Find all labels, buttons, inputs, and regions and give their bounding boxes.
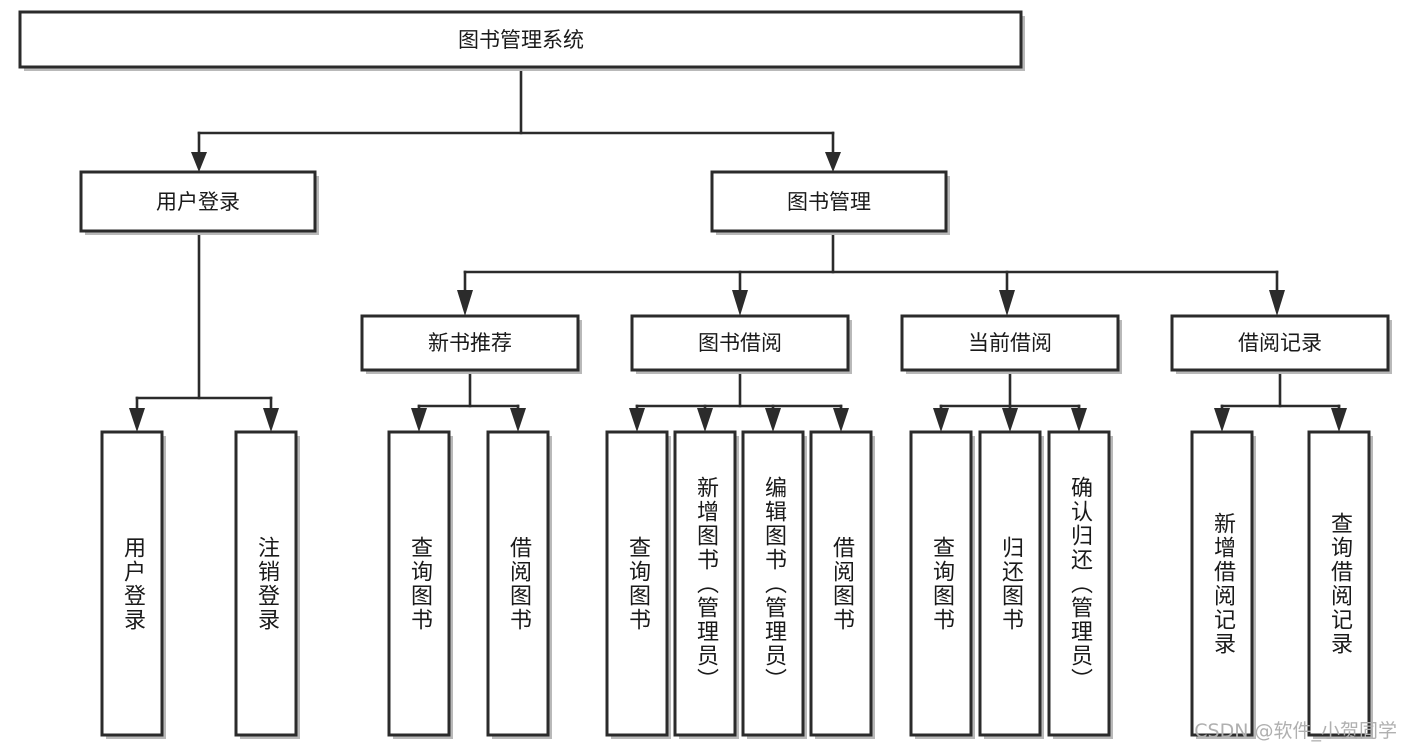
node-book-borrow[interactable]: 图书借阅 [630, 314, 852, 374]
node-book-borrow-label: 图书借阅 [698, 331, 782, 355]
connector-layer [129, 66, 1347, 432]
arrowhead-newbook-leaf1 [411, 408, 427, 432]
arrowhead-new-book [457, 290, 473, 316]
watermark: CSDN @软件_小贺同学 [1194, 720, 1397, 742]
node-user-login-label: 用户登录 [156, 190, 240, 214]
node-borrow-record-label: 借阅记录 [1238, 331, 1322, 355]
arrowhead-bookborrow-leaf3 [765, 408, 781, 432]
arrowhead-user-login [191, 152, 207, 172]
leaf-borrowrecord-query-record[interactable] [1307, 430, 1373, 739]
arrowhead-bookborrow-leaf4 [833, 408, 849, 432]
leaf-newbook-borrow-book[interactable] [486, 430, 552, 739]
arrowhead-currentborrow-leaf1 [933, 408, 949, 432]
node-current-borrow[interactable]: 当前借阅 [900, 314, 1122, 374]
arrowhead-borrowrecord-leaf2 [1331, 408, 1347, 432]
arrowhead-currentborrow-leaf3 [1071, 408, 1087, 432]
leaf-user-login-login[interactable] [100, 430, 166, 739]
node-root-system[interactable]: 图书管理系统 [18, 10, 1025, 71]
arrowhead-leaf-user-login [129, 408, 145, 432]
node-borrow-record[interactable]: 借阅记录 [1170, 314, 1392, 374]
arrowhead-newbook-leaf2 [510, 408, 526, 432]
node-current-borrow-label: 当前借阅 [968, 331, 1052, 355]
node-new-book-recommend[interactable]: 新书推荐 [360, 314, 582, 374]
node-book-management[interactable]: 图书管理 [710, 170, 950, 235]
leaf-bookborrow-borrow-book[interactable] [809, 430, 875, 739]
arrowhead-bookborrow-leaf1 [629, 408, 645, 432]
leaf-borrowrecord-add-record[interactable] [1190, 430, 1256, 739]
leaf-currentborrow-return-book[interactable] [978, 430, 1044, 739]
arrowhead-book-borrow [732, 290, 748, 316]
leaf-bookborrow-query-book[interactable] [605, 430, 671, 739]
leaf-currentborrow-query-book[interactable] [909, 430, 975, 739]
leaf-currentborrow-confirm-return[interactable] [1047, 430, 1113, 739]
arrowhead-bookborrow-leaf2 [697, 408, 713, 432]
leaf-bookborrow-edit-book[interactable] [741, 430, 807, 739]
node-book-management-label: 图书管理 [787, 190, 871, 214]
leaf-user-login-logout[interactable] [234, 430, 300, 739]
arrowhead-current-borrow [999, 290, 1015, 316]
arrowhead-leaf-logout [263, 408, 279, 432]
arrowhead-currentborrow-leaf2 [1002, 408, 1018, 432]
arrowhead-borrow-record [1269, 290, 1285, 316]
node-root-system-label: 图书管理系统 [458, 28, 584, 52]
arrowhead-book-mgmt [825, 152, 841, 172]
leaf-newbook-query-book[interactable] [387, 430, 453, 739]
node-user-login[interactable]: 用户登录 [79, 170, 319, 235]
node-new-book-recommend-label: 新书推荐 [428, 331, 512, 355]
leaf-bookborrow-add-book[interactable] [673, 430, 739, 739]
arrowhead-borrowrecord-leaf1 [1214, 408, 1230, 432]
